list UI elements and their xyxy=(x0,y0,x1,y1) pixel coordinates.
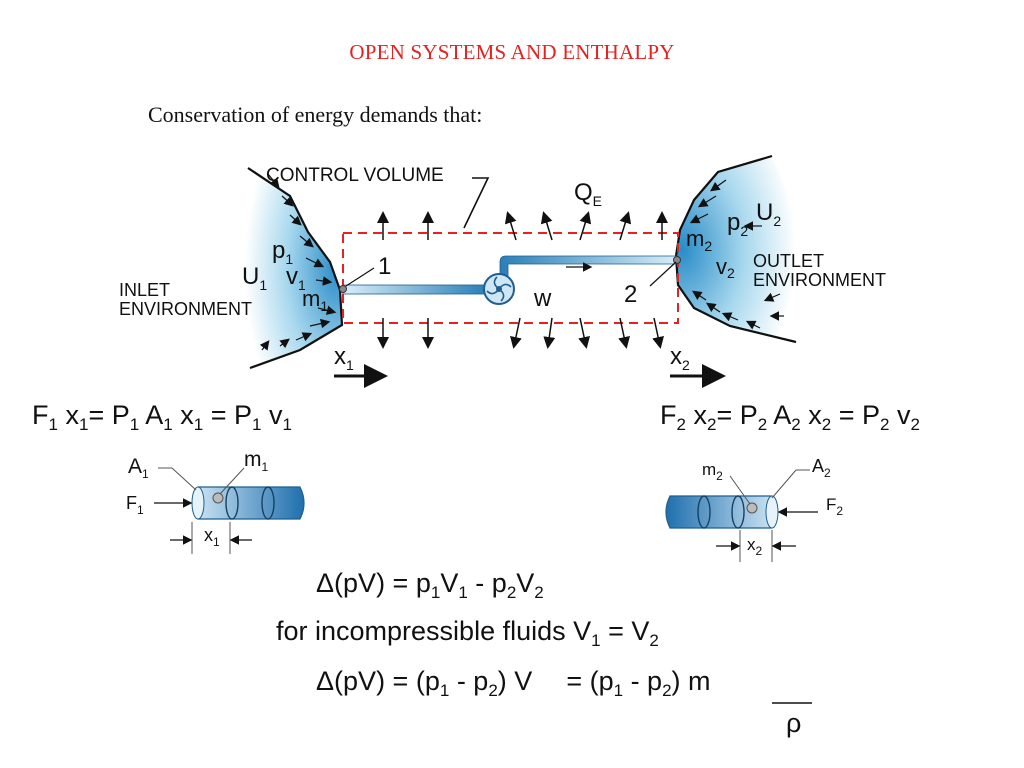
cyl2-A-label: A2 xyxy=(812,456,831,480)
intro-text: Conservation of energy demands that: xyxy=(148,102,483,127)
outlet-cylinder xyxy=(665,469,818,562)
heat-label: QE xyxy=(574,179,602,209)
heat-arrows-bottom xyxy=(377,317,664,349)
x2-label: x2 xyxy=(670,343,690,373)
inlet-p-label: p1 xyxy=(272,237,293,267)
heat-arrows-top xyxy=(377,211,668,241)
page-title: OPEN SYSTEMS AND ENTHALPY xyxy=(349,40,675,64)
incompressible-statement: for incompressible fluids V1 = V2 xyxy=(276,616,659,650)
inlet-v-label: v1 xyxy=(286,263,306,293)
inlet-m-label: m1 xyxy=(302,286,328,314)
inlet-cylinder xyxy=(154,467,305,554)
outlet-label-2: ENVIRONMENT xyxy=(753,270,886,290)
inlet-label-1: INLET xyxy=(119,280,170,300)
inlet-pipe xyxy=(342,284,487,295)
outlet-force-equation: F2 x2= P2 A2 x2 = P2 v2 xyxy=(660,400,920,434)
inlet-label-2: ENVIRONMENT xyxy=(119,299,252,319)
cyl2-m-label: m2 xyxy=(702,460,723,483)
delta-pv-equation: Δ(pV) = p1V1 - p2V2 xyxy=(316,568,544,602)
pump-icon xyxy=(483,273,515,305)
outlet-pressure-arrows xyxy=(689,179,784,330)
cyl1-x-label: x1 xyxy=(204,525,220,549)
inlet-force-equation: F1 x1= P1 A1 x1 = P1 v1 xyxy=(32,400,292,434)
control-volume-pointer xyxy=(463,177,490,229)
station-1-label: 1 xyxy=(378,253,391,280)
outlet-v-label: v2 xyxy=(716,254,735,281)
outlet-m-label: m2 xyxy=(686,226,712,254)
x1-label: x1 xyxy=(334,343,354,373)
control-volume-label: CONTROL VOLUME xyxy=(266,165,444,186)
incompressible-equation: Δ(pV) = (p1 - p2) V= (p1 - p2) m xyxy=(316,666,711,700)
cyl2-x-label: x2 xyxy=(747,535,763,558)
inlet-pressure-arrows xyxy=(259,173,337,351)
inlet-U-label: U1 xyxy=(242,263,267,293)
control-volume-box xyxy=(342,232,679,324)
cyl1-m-label: m1 xyxy=(244,448,269,474)
inlet-fluid xyxy=(239,168,342,368)
density-denominator: ρ xyxy=(786,708,802,738)
station-2-label: 2 xyxy=(624,281,637,308)
work-label: w xyxy=(533,285,552,312)
station-2-point xyxy=(673,256,681,264)
outlet-p-label: p2 xyxy=(727,209,748,239)
outlet-pipe xyxy=(499,255,679,277)
cyl1-F-label: F1 xyxy=(126,493,144,517)
station-2-leader xyxy=(649,261,677,287)
station-1-leader xyxy=(345,267,375,287)
station-1-point xyxy=(339,285,347,293)
cyl1-A-label: A1 xyxy=(128,455,149,481)
outlet-U-label: U2 xyxy=(756,199,781,229)
cyl2-F-label: F2 xyxy=(826,495,843,518)
outlet-label-1: OUTLET xyxy=(753,251,824,271)
